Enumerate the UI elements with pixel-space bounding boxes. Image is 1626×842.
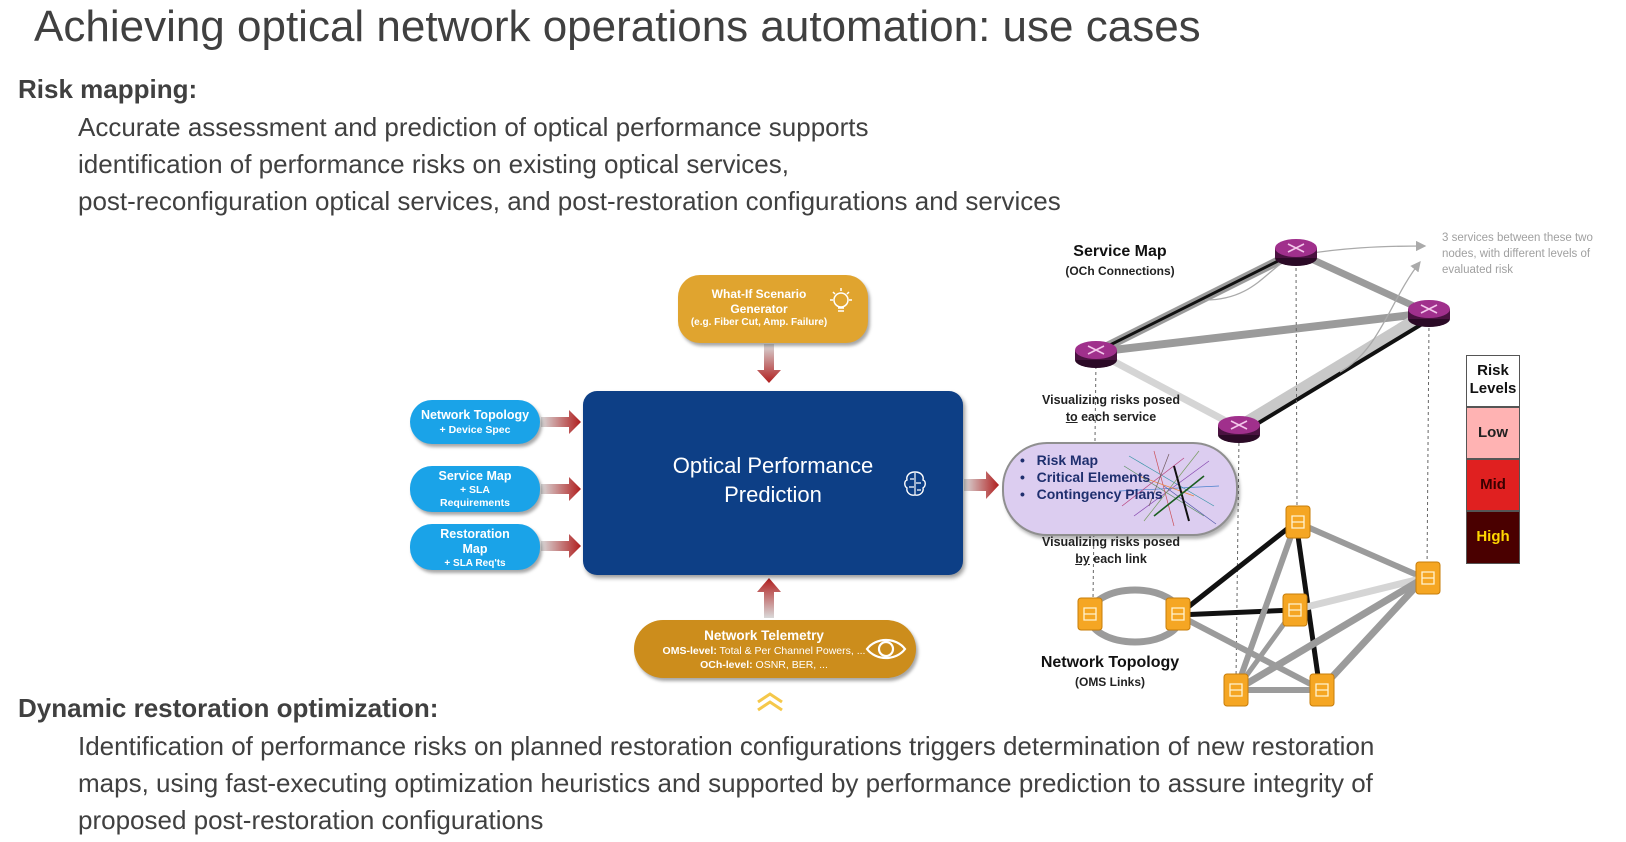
center-line-2: Prediction — [724, 482, 822, 507]
input-network-topology: Network Topology + Device Spec — [410, 400, 540, 444]
router-node — [1075, 341, 1117, 368]
brain-icon — [904, 471, 926, 496]
telemetry-och-line: OCh-level: OSNR, BER, ... — [634, 659, 894, 671]
amplifier-node — [1223, 673, 1249, 707]
telemetry-och-text: OSNR, BER, ... — [752, 659, 828, 671]
router-node — [1408, 300, 1450, 327]
what-if-line-1: What-If Scenario — [711, 287, 807, 301]
telemetry-chevron-icon — [757, 692, 783, 712]
service-map-title: Service Map — [1073, 243, 1167, 260]
amplifier-node — [1309, 673, 1335, 707]
risk-level-mid-label: Mid — [1480, 476, 1506, 493]
router-node — [1275, 239, 1317, 266]
output-item-1: • Risk Map — [1020, 452, 1099, 468]
input-restoration-line-3: + SLA Req'ts — [444, 558, 506, 569]
viz-link-rest: each link — [1089, 552, 1147, 566]
amplifier-node — [1285, 505, 1311, 539]
dynamic-restoration-line-3: proposed post-restoration configurations — [78, 805, 544, 835]
page-title: Achieving optical network operations aut… — [34, 2, 1201, 51]
telemetry-title: Network Telemetry — [704, 628, 824, 643]
annotation-line-1: 3 services between these two — [1442, 232, 1593, 244]
network-graph-image — [1118, 450, 1220, 527]
annotation-arrow-2 — [1339, 260, 1421, 373]
optical-performance-prediction: Optical Performance Prediction — [583, 391, 963, 575]
input-restoration-map: Restoration Map + SLA Req'ts — [410, 524, 540, 570]
telemetry-oms-text: Total & Per Channel Powers, ... — [716, 645, 866, 657]
router-node — [1218, 416, 1260, 443]
risk-mapping-line-3: post-reconfiguration optical services, a… — [78, 186, 1061, 216]
input-restoration-line-2: Map — [462, 542, 488, 556]
input-topology-line-2: + Device Spec — [439, 424, 511, 436]
output-arrow — [964, 471, 999, 499]
dynamic-restoration-line-1: Identification of performance risks on p… — [78, 731, 1375, 761]
risk-level-high: High — [1466, 511, 1520, 564]
dynamic-restoration-line-2: maps, using fast-executing optimization … — [78, 768, 1373, 798]
amplifier-node — [1415, 561, 1441, 595]
dynamic-restoration-heading: Dynamic restoration optimization: — [18, 693, 439, 723]
telemetry-oms-label: OMS-level: — [662, 645, 717, 657]
risk-mapping-heading: Risk mapping: — [18, 74, 198, 104]
center-line-1: Optical Performance — [672, 453, 874, 478]
viz-link-line-2: by each link — [1036, 552, 1186, 566]
whatif-arrow — [757, 344, 781, 383]
input-arrow-service — [541, 477, 581, 501]
network-topology-title: Network Topology — [1040, 654, 1180, 671]
input-topology-line-1: Network Topology — [420, 408, 530, 422]
service-map-links — [1093, 247, 1434, 435]
telemetry-oms-line: OMS-level: Total & Per Channel Powers, .… — [634, 645, 894, 657]
output-risk-map: Risk Map — [1036, 452, 1099, 468]
service-map-subtitle: (OCh Connections) — [1065, 264, 1175, 278]
input-service-line-1: Service Map — [438, 469, 512, 483]
output-contingency-plans: Contingency Plans — [1036, 486, 1163, 502]
input-restoration-line-1: Restoration — [440, 527, 510, 541]
output-item-2: • Critical Elements — [1020, 469, 1151, 485]
amplifier-node — [1165, 597, 1191, 631]
viz-service-to: to — [1065, 410, 1078, 424]
input-service-line-3: Requirements — [439, 497, 511, 509]
risk-mapping-line-2: identification of performance risks on e… — [78, 149, 789, 179]
eye-icon — [865, 638, 907, 660]
telemetry-arrow — [757, 578, 781, 618]
viz-service-rest: each service — [1077, 410, 1157, 424]
lightbulb-icon — [830, 288, 852, 312]
risk-levels-header: Risk Levels — [1466, 355, 1520, 407]
risk-level-low: Low — [1466, 407, 1520, 459]
risk-level-mid: Mid — [1466, 459, 1520, 511]
amplifier-node — [1282, 593, 1308, 627]
input-arrow-topology — [541, 410, 581, 434]
network-topology-subtitle: (OMS Links) — [1074, 675, 1145, 689]
what-if-generator: What-If Scenario Generator (e.g. Fiber C… — [678, 275, 868, 343]
telemetry-och-label: OCh-level: — [700, 659, 753, 671]
input-service-map: Service Map + SLA Requirements — [410, 466, 540, 512]
input-arrow-restoration — [541, 534, 581, 558]
network-telemetry: Network Telemetry OMS-level: Total & Per… — [634, 620, 916, 678]
viz-service-line-1: Visualizing risks posed — [1041, 393, 1180, 407]
risk-level-high-label: High — [1476, 528, 1510, 545]
what-if-line-3: (e.g. Fiber Cut, Amp. Failure) — [690, 317, 828, 328]
output-item-3: • Contingency Plans — [1020, 486, 1163, 502]
risk-output-bubble: • Risk Map • Critical Elements • Conting… — [1002, 442, 1238, 536]
input-service-line-2: + SLA — [459, 484, 491, 496]
service-annotation: 3 services between these two nodes, with… — [1442, 230, 1593, 278]
risk-level-low-label: Low — [1478, 424, 1508, 441]
viz-link-line-1: Visualizing risks posed — [1041, 535, 1180, 549]
viz-service-line-2: to each service — [1036, 410, 1186, 424]
viz-link-by: by — [1075, 552, 1090, 566]
annotation-line-2: nodes, with different levels of — [1442, 248, 1591, 260]
amplifier-node — [1077, 597, 1103, 631]
what-if-line-2: Generator — [730, 302, 788, 316]
annotation-line-3: evaluated risk — [1442, 264, 1513, 276]
output-critical-elements: Critical Elements — [1036, 469, 1151, 485]
risk-mapping-line-1: Accurate assessment and prediction of op… — [78, 112, 869, 142]
